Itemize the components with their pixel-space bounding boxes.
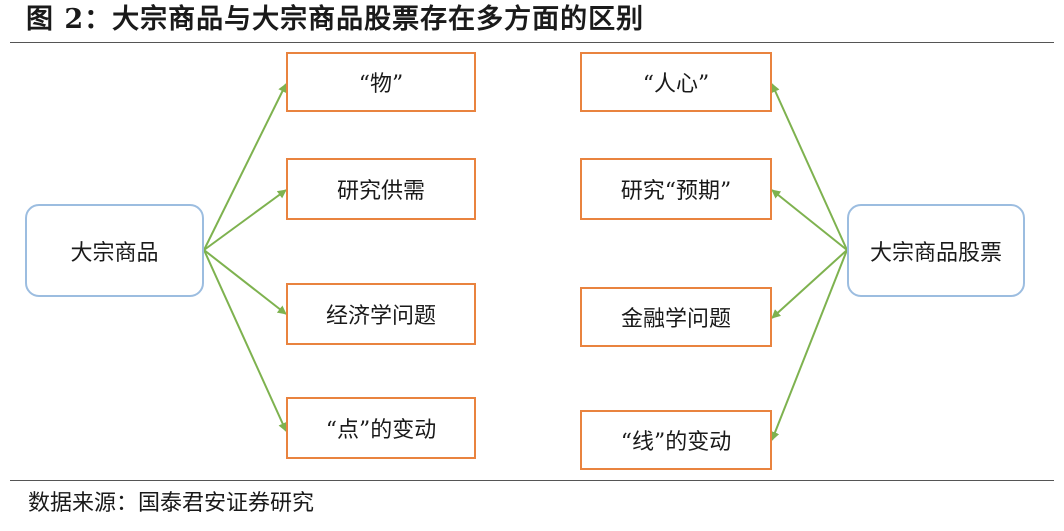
- right-box-2: 研究“预期”: [580, 158, 772, 220]
- node-commodity-stocks-label: 大宗商品股票: [869, 240, 1002, 266]
- arrow-left-4: [203, 249, 287, 432]
- node-commodities: 大宗商品: [25, 204, 204, 297]
- left-box-3: 经济学问题: [286, 283, 476, 345]
- source-note: 数据来源：国泰君安证券研究: [28, 491, 315, 516]
- arrow-right-3: [771, 249, 848, 319]
- left-box-2-label: 研究供需: [336, 179, 425, 204]
- bottom-rule: [10, 480, 1054, 481]
- arrow-right-2: [771, 189, 848, 251]
- left-box-1: “物”: [286, 52, 476, 112]
- right-box-4: “线”的变动: [580, 410, 772, 470]
- node-commodities-label: 大宗商品: [70, 240, 159, 266]
- left-box-1-label: “物”: [358, 72, 404, 97]
- top-rule: [10, 42, 1054, 43]
- right-box-3: 金融学问题: [580, 287, 772, 347]
- left-box-4: “点”的变动: [286, 397, 476, 459]
- right-box-4-label: “线”的变动: [620, 430, 732, 455]
- left-box-2: 研究供需: [286, 158, 476, 220]
- arrow-right-4: [770, 249, 848, 441]
- node-commodity-stocks: 大宗商品股票: [847, 204, 1025, 297]
- right-box-1: “人心”: [580, 52, 772, 112]
- figure-title: 图 2：大宗商品与大宗商品股票存在多方面的区别: [26, 4, 645, 35]
- right-box-1-label: “人心”: [642, 72, 710, 97]
- arrow-right-1: [771, 83, 848, 251]
- arrow-left-1: [203, 83, 287, 251]
- left-box-4-label: “点”的变动: [325, 418, 437, 443]
- left-box-3-label: 经济学问题: [325, 304, 436, 329]
- right-box-3-label: 金融学问题: [620, 307, 731, 332]
- arrow-left-3: [203, 249, 287, 315]
- right-box-2-label: 研究“预期”: [620, 179, 732, 204]
- arrow-left-2: [203, 189, 287, 251]
